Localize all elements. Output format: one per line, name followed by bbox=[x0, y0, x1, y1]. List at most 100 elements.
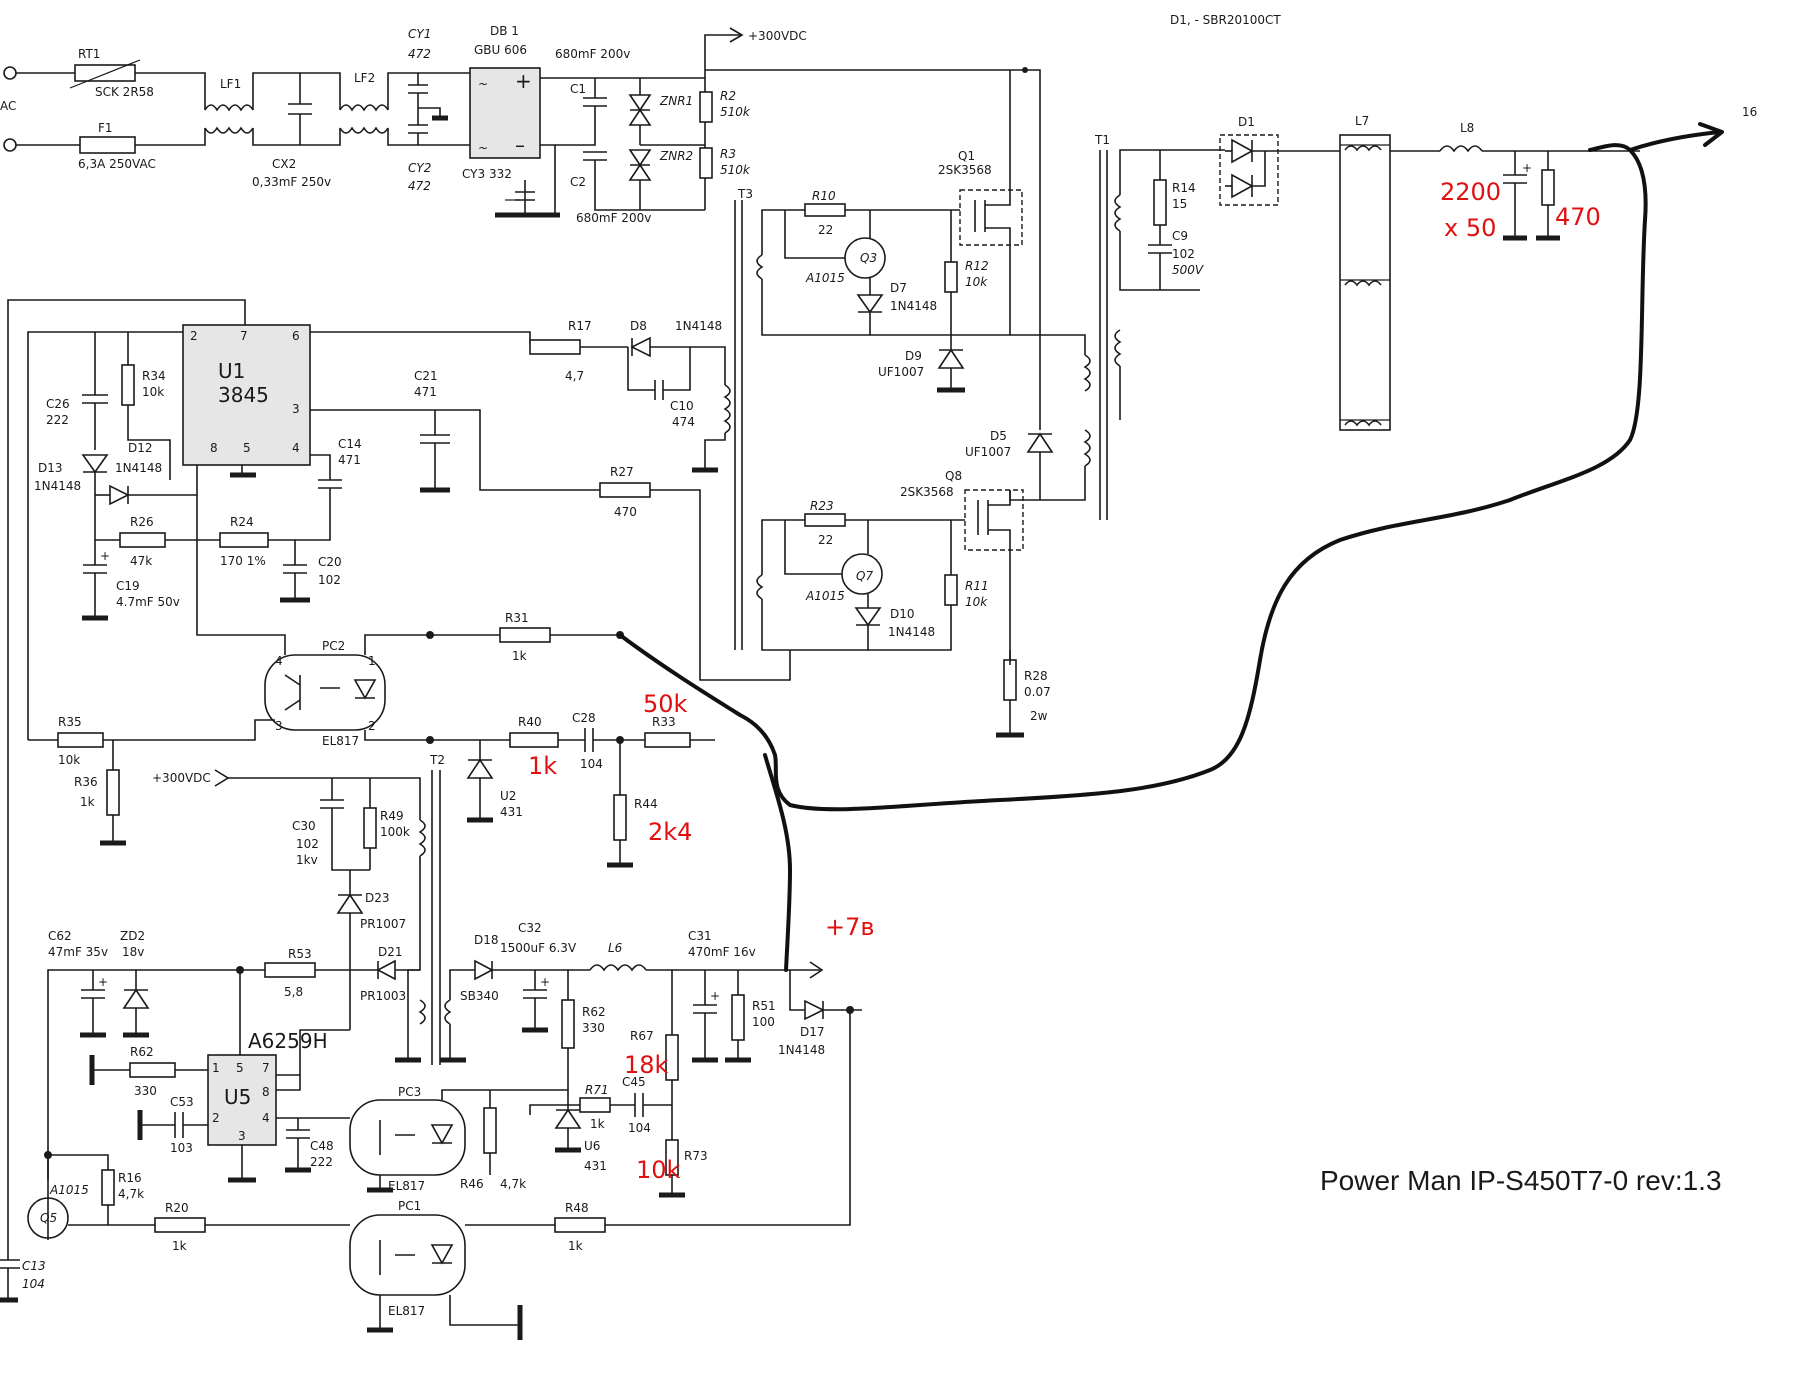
svg-text:1: 1 bbox=[368, 654, 376, 668]
d8-label: D8 bbox=[630, 319, 647, 333]
znr2-label: ZNR2 bbox=[659, 149, 693, 163]
r17-label: R17 bbox=[568, 319, 592, 333]
c30-voltage: 1kv bbox=[296, 853, 318, 867]
d13-value: 1N4148 bbox=[34, 479, 81, 493]
r23-value: 22 bbox=[818, 533, 833, 547]
r36-resistor bbox=[106, 769, 120, 816]
u2-tl431 bbox=[466, 758, 494, 779]
r49-label: R49 bbox=[380, 809, 404, 823]
svg-text:–: – bbox=[515, 133, 525, 157]
q5-transistor bbox=[27, 1197, 69, 1239]
annotation-r18k: 18k bbox=[624, 1051, 669, 1079]
db1-bridge bbox=[469, 67, 541, 159]
output-load-resistor bbox=[1541, 169, 1555, 206]
u6-tl431 bbox=[554, 1108, 582, 1129]
r20-resistor bbox=[154, 1217, 206, 1233]
schematic-title: Power Man IP-S450T7-0 rev:1.3 bbox=[1320, 1165, 1722, 1196]
c62-label: C62 bbox=[48, 929, 72, 943]
r36-value: 1k bbox=[80, 795, 95, 809]
c1-label: C1 bbox=[570, 82, 586, 96]
c10-value: 474 bbox=[672, 415, 695, 429]
u5-value: A6259H bbox=[248, 1029, 328, 1053]
standby-output: D18 SB340 C32 1500uF 6.3V + R62 330 L6 C… bbox=[440, 921, 862, 1226]
d9-label: D9 bbox=[905, 349, 922, 363]
r31-value: 1k bbox=[512, 649, 527, 663]
c13-label: C13 bbox=[22, 1259, 46, 1273]
r17-value: 4,7 bbox=[565, 369, 584, 383]
d13-diode bbox=[109, 484, 130, 506]
t3-label: T3 bbox=[737, 187, 753, 201]
handdrawn-7v-wire bbox=[763, 753, 792, 972]
r2-value: 510k bbox=[720, 105, 751, 119]
c30-label: C30 bbox=[292, 819, 316, 833]
annotation-cap-x50: x 50 bbox=[1444, 214, 1496, 242]
annotation-plus7v: +7в bbox=[825, 913, 875, 941]
l6-label: L6 bbox=[608, 941, 623, 955]
r11-label: R11 bbox=[965, 579, 989, 593]
r33-label: R33 bbox=[652, 715, 676, 729]
q3-type: A1015 bbox=[805, 271, 845, 285]
r71-value: 1k bbox=[590, 1117, 605, 1131]
d9-value: UF1007 bbox=[878, 365, 924, 379]
r12-label: R12 bbox=[965, 259, 989, 273]
r46-resistor bbox=[483, 1107, 497, 1154]
r71-label: R71 bbox=[585, 1083, 609, 1097]
c20-label: C20 bbox=[318, 555, 342, 569]
standby-section: +300VDC T2 C30 102 1kv R49 100k D23 PR10… bbox=[47, 753, 569, 1240]
c20-value: 102 bbox=[318, 573, 341, 587]
r2-resistor bbox=[699, 91, 713, 123]
handdrawn-modification-wire bbox=[618, 130, 1722, 812]
svg-text:2: 2 bbox=[212, 1111, 220, 1125]
annotation-r470: 470 bbox=[1555, 203, 1601, 231]
r62b-value: 330 bbox=[582, 1021, 605, 1035]
svg-text:3: 3 bbox=[275, 719, 283, 733]
c30-value: 102 bbox=[296, 837, 319, 851]
lf2-label: LF2 bbox=[354, 71, 375, 85]
svg-text:2: 2 bbox=[190, 329, 198, 343]
r14-resistor bbox=[1153, 179, 1167, 226]
r27-resistor bbox=[599, 482, 651, 498]
r35-resistor bbox=[57, 732, 104, 748]
r28-shunt bbox=[1003, 659, 1017, 701]
t1-label: T1 bbox=[1094, 133, 1110, 147]
q5-label: Q5 bbox=[40, 1211, 57, 1225]
output-stage: T1 R14 15 C9 102 500V D1 L7 bbox=[1094, 105, 1757, 520]
r11-value: 10k bbox=[965, 595, 988, 609]
d18-label: D18 bbox=[474, 933, 499, 947]
f1-value: 6,3A 250VAC bbox=[78, 157, 156, 171]
feedback-section: PC2 EL817 4 3 1 2 R31 1k R35 10k R36 1k … bbox=[28, 611, 715, 868]
c10-label: C10 bbox=[670, 399, 694, 413]
l7-label: L7 bbox=[1355, 114, 1369, 128]
zd2-value: 18v bbox=[122, 945, 144, 959]
c9-voltage: 500V bbox=[1172, 263, 1204, 277]
d10-value: 1N4148 bbox=[888, 625, 935, 639]
u5-label: U5 bbox=[224, 1085, 251, 1109]
c14-label: C14 bbox=[338, 437, 362, 451]
annotation-r1k: 1k bbox=[528, 752, 557, 780]
c28-label: C28 bbox=[572, 711, 596, 725]
pc2-optocoupler bbox=[264, 654, 386, 731]
r62a-label: R62 bbox=[130, 1045, 154, 1059]
l8-label: L8 bbox=[1460, 121, 1474, 135]
c19-value: 4.7mF 50v bbox=[116, 595, 180, 609]
d23-value: PR1007 bbox=[360, 917, 406, 931]
cy1-label: CY1 bbox=[408, 27, 431, 41]
r31-resistor bbox=[499, 627, 551, 643]
d7-diode bbox=[856, 294, 884, 314]
d21-value: PR1003 bbox=[360, 989, 406, 1003]
r16-resistor bbox=[101, 1169, 115, 1206]
r35-value: 10k bbox=[58, 753, 80, 767]
svg-text:6: 6 bbox=[292, 329, 300, 343]
c21-value: 471 bbox=[414, 385, 437, 399]
lf2-coil-bottom bbox=[339, 126, 389, 134]
net-300vdc-top: +300VDC bbox=[748, 29, 807, 43]
protection-section: Q5 A1015 R16 4,7k R20 1k PC1 EL817 R48 1… bbox=[0, 1151, 606, 1340]
svg-text:~: ~ bbox=[478, 141, 488, 155]
r20-label: R20 bbox=[165, 1201, 189, 1215]
svg-text:1: 1 bbox=[212, 1061, 220, 1075]
c14-value: 471 bbox=[338, 453, 361, 467]
l6-inductor bbox=[589, 964, 647, 972]
pc3-optocoupler bbox=[349, 1099, 466, 1176]
r51-value: 100 bbox=[752, 1015, 775, 1029]
